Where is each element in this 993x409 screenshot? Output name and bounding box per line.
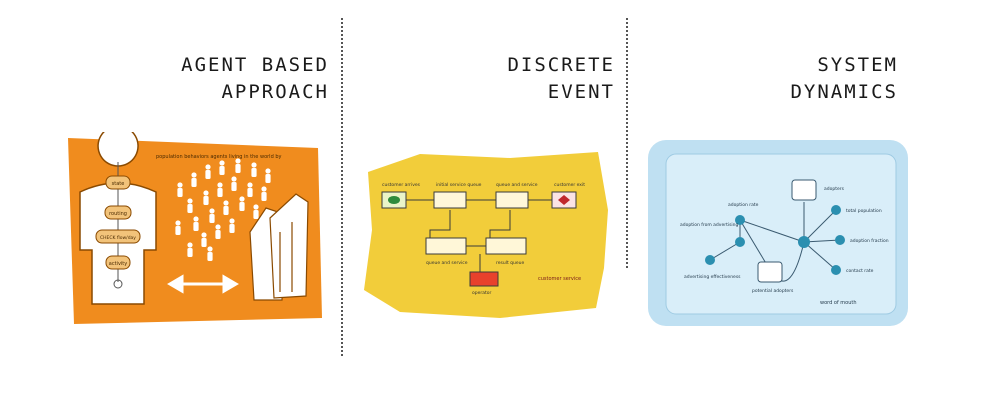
discrete-source-label: customer arrives: [382, 182, 421, 188]
agent-person-icon: [177, 182, 183, 197]
system-stock-adopters: [791, 179, 817, 201]
agent-based-illustration: state routing CHECK flow/day activity po…: [68, 132, 322, 324]
agent-step-box-1: [105, 175, 131, 190]
system-node-advertising: [735, 237, 745, 247]
agent-person-icon: [187, 198, 193, 213]
agent-person-icon: [217, 182, 223, 197]
agent-buildings: [249, 193, 309, 301]
system-label-contact: contact rate: [846, 268, 874, 274]
discrete-queue-box-4: [485, 237, 527, 255]
agent-title-line1: AGENT BASED: [181, 54, 329, 76]
agent-double-arrow: [167, 274, 239, 294]
system-node-hub: [798, 236, 810, 248]
discrete-resource-label: operator: [472, 290, 492, 296]
agent-step-box-4: [105, 255, 131, 270]
agent-person-icon: [231, 176, 237, 191]
agent-person-icon: [229, 218, 235, 233]
system-title-line1: SYSTEM: [817, 54, 898, 76]
system-node-rate: [735, 215, 745, 225]
system-dynamics-illustration: adopters potential adopters adoption rat…: [648, 140, 908, 326]
discrete-sink-icon: [558, 195, 570, 205]
discrete-title-line2: EVENT: [547, 81, 615, 103]
discrete-connectors: [406, 199, 552, 272]
discrete-queue-label-1: initial service queue: [436, 182, 482, 188]
agent-person-icon: [175, 220, 181, 235]
discrete-queue-label-2: queue and service: [496, 182, 538, 188]
agent-person-icon: [219, 160, 225, 175]
discrete-queue-label-4: result queue: [496, 260, 524, 266]
agent-person-icon: [235, 158, 241, 173]
agent-person-icon: [207, 246, 213, 261]
agent-person-icon: [203, 190, 209, 205]
discrete-title-line1: DISCRETE: [507, 54, 615, 76]
agent-person-icon: [193, 216, 199, 231]
agent-person-icon: [215, 224, 221, 239]
system-node-effectiveness: [705, 255, 715, 265]
agent-person-icon: [201, 232, 207, 247]
discrete-yellow-background: [364, 152, 608, 318]
agent-step-label-4: activity: [109, 261, 127, 267]
system-caption: word of mouth: [820, 300, 857, 306]
system-node-fraction: [835, 235, 845, 245]
agent-person-icon: [247, 182, 253, 197]
agent-person-icon: [251, 162, 257, 177]
agent-people-crowd: [175, 158, 271, 261]
agent-step-box-2: [104, 205, 132, 220]
system-stock-potential: [757, 261, 783, 283]
system-label-advertising: adoption from advertising: [680, 222, 739, 228]
system-node-population: [831, 205, 841, 215]
agent-terminal-node: [113, 279, 123, 289]
discrete-source-icon: [388, 196, 400, 204]
agent-step-label-1: state: [112, 181, 125, 187]
agent-person-icon: [209, 208, 215, 223]
discrete-queue-label-3: queue and service: [426, 260, 468, 266]
agent-person-icon: [261, 186, 267, 201]
system-dynamics-title: SYSTEM DYNAMICS: [790, 52, 898, 106]
agent-caption: population behaviors agents living in th…: [156, 154, 282, 160]
discrete-queue-box-3: [425, 237, 467, 255]
system-label-effectiveness: advertising effectiveness: [684, 274, 741, 280]
divider-right: [626, 18, 628, 268]
agent-person-icon: [187, 242, 193, 257]
system-label-adopters: adopters: [824, 186, 845, 192]
discrete-caption: customer service: [538, 276, 581, 282]
agent-based-title: AGENT BASED APPROACH: [181, 52, 329, 106]
agent-step-label-3: CHECK flow/day: [100, 235, 136, 241]
agent-person-icon: [253, 204, 259, 219]
agent-person-icon: [205, 164, 211, 179]
discrete-event-title: DISCRETE EVENT: [507, 52, 615, 106]
agent-step-box-3: [95, 229, 141, 244]
discrete-queue-box-2: [495, 191, 529, 209]
discrete-resource-box: [469, 271, 499, 287]
discrete-sink-label: customer exit: [554, 182, 585, 188]
system-title-line2: DYNAMICS: [790, 81, 898, 103]
system-label-fraction: adoption fraction: [850, 238, 889, 244]
discrete-event-illustration: customer arrives initial service queue q…: [364, 152, 608, 318]
agent-title-line2: APPROACH: [221, 81, 329, 103]
system-label-population: total population: [846, 208, 882, 214]
agent-person-icon: [265, 168, 271, 183]
agent-person-icon: [223, 200, 229, 215]
agent-step-label-2: routing: [109, 211, 127, 217]
divider-left: [341, 18, 343, 356]
system-label-potential: potential adopters: [752, 288, 794, 294]
system-label-rate: adoption rate: [728, 202, 759, 208]
system-node-contact: [831, 265, 841, 275]
agent-person-icon: [239, 196, 245, 211]
discrete-queue-box-1: [433, 191, 467, 209]
agent-person-icon: [191, 172, 197, 187]
